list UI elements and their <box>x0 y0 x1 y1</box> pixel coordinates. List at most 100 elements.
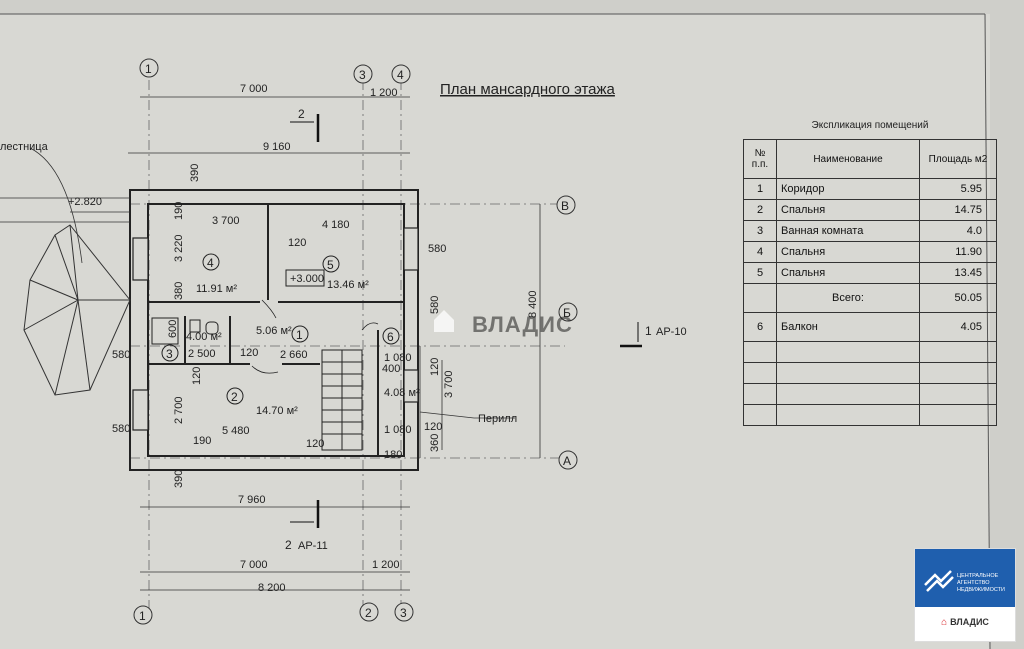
level-mark-2820: +2.820 <box>68 196 102 208</box>
balcony-num: 6 <box>743 312 777 342</box>
dim-2700: 2 700 <box>173 396 185 424</box>
table-row: 3 Ванная комната 4.0 <box>743 220 997 242</box>
room-6-area: 4.08 м² <box>384 387 420 399</box>
dim-380: 380 <box>173 282 185 300</box>
room-3-area: 4.00 м² <box>186 331 222 343</box>
dim-2500: 2 500 <box>188 348 216 360</box>
table-header-row: № п.п. Наименование Площадь м2 <box>743 139 997 179</box>
dim-400: 400 <box>382 363 400 375</box>
room-explication: Экспликация помещений № п.п. Наименовани… <box>743 120 997 426</box>
dim-bottom-1200: 1 200 <box>372 559 400 571</box>
row-area: 14.75 <box>919 199 997 221</box>
section-mark-bottom: 2 <box>285 538 292 552</box>
empty-row <box>743 404 997 426</box>
dim-bottom-7960: 7 960 <box>238 494 266 506</box>
row-name: Спальня <box>776 262 920 284</box>
axis-bubble-3-bottom: 3 <box>400 606 407 620</box>
dim-2660: 2 660 <box>280 349 308 361</box>
dim-580-b: 580 <box>429 296 441 314</box>
house-icon: ⌂ <box>941 617 948 628</box>
dim-3700: 3 700 <box>212 215 240 227</box>
dim-5480: 5 480 <box>222 425 250 437</box>
row-num: 4 <box>743 241 777 263</box>
drawing-title: План мансардного этажа <box>440 81 616 98</box>
dim-580-d: 580 <box>112 423 130 435</box>
dim-120-e: 120 <box>429 358 441 376</box>
railing-label: Перилл <box>478 413 517 425</box>
axis-bubble-v: В <box>561 199 569 213</box>
dim-120-v: 120 <box>191 367 203 385</box>
balcony-name: Балкон <box>776 312 920 342</box>
row-area: 13.45 <box>919 262 997 284</box>
row-area: 4.0 <box>919 220 997 242</box>
dim-120-f: 120 <box>424 421 442 433</box>
section-mark-right: 1 <box>645 324 652 338</box>
section-mark-bottom-sheet: АР-11 <box>298 540 328 552</box>
agency-logo: ЦЕНТРАЛЬНОЕ АГЕНТСТВО НЕДВИЖИМОСТИ ⌂ВЛАД… <box>914 548 1016 642</box>
dim-3700-v: 3 700 <box>443 370 455 398</box>
dim-580-c: 580 <box>112 349 130 361</box>
section-mark-right-sheet: АР-10 <box>656 326 687 338</box>
empty-row <box>743 362 997 384</box>
empty-row <box>743 341 997 363</box>
room-5-number: 5 <box>327 258 334 272</box>
axis-bubble-2-bottom: 2 <box>365 606 372 620</box>
dim-top-9160: 9 160 <box>263 141 291 153</box>
axis-bubble-a: А <box>563 454 571 468</box>
room-1-area: 5.06 м² <box>256 325 292 337</box>
explication-title: Экспликация помещений <box>811 120 929 131</box>
dim-120-c: 120 <box>306 438 324 450</box>
balcony-row: 6 Балкон 4.05 <box>743 312 997 342</box>
table-row: 2 Спальня 14.75 <box>743 199 997 221</box>
dim-bottom-8200: 8 200 <box>258 582 286 594</box>
dim-360: 360 <box>429 434 441 452</box>
dim-120-a: 120 <box>288 237 306 249</box>
balcony-area: 4.05 <box>919 312 997 342</box>
row-num: 3 <box>743 220 777 242</box>
dim-bottom-7000: 7 000 <box>240 559 268 571</box>
dim-190-bottom: 190 <box>193 435 211 447</box>
header-num: № п.п. <box>743 139 777 179</box>
agency-name: ЦЕНТРАЛЬНОЕ АГЕНТСТВО НЕДВИЖИМОСТИ <box>957 573 1005 593</box>
room-4-number: 4 <box>207 256 214 270</box>
row-name: Спальня <box>776 241 920 263</box>
agency-logo-top: ЦЕНТРАЛЬНОЕ АГЕНТСТВО НЕДВИЖИМОСТИ <box>915 549 1015 607</box>
axis-bubble-1-bottom: 1 <box>139 609 146 623</box>
axis-bubble-1-top: 1 <box>145 62 152 76</box>
total-row: Всего: 50.05 <box>743 283 997 313</box>
axis-bubble-b: Б <box>563 306 571 320</box>
watermark: ВЛАДИС <box>434 310 573 337</box>
dim-190-v: 190 <box>173 202 185 220</box>
table-row: 5 Спальня 13.45 <box>743 262 997 284</box>
room-5-area: 13.46 м² <box>327 279 369 291</box>
level-mark-3000: +3.000 <box>290 273 324 285</box>
row-num: 1 <box>743 178 777 200</box>
explication-table: № п.п. Наименование Площадь м2 1 Коридор… <box>743 139 997 426</box>
row-area: 5.95 <box>919 178 997 200</box>
row-name: Ванная комната <box>776 220 920 242</box>
dim-4180: 4 180 <box>322 219 350 231</box>
dim-390-top: 390 <box>189 164 201 182</box>
dim-3220: 3 220 <box>173 234 185 262</box>
dim-1080-a: 1 080 <box>384 352 412 364</box>
dim-600: 600 <box>167 320 179 338</box>
row-name: Коридор <box>776 178 920 200</box>
header-name: Наименование <box>776 139 920 179</box>
room-2-area: 14.70 м² <box>256 405 298 417</box>
total-value: 50.05 <box>919 283 997 313</box>
axis-bubble-4-top: 4 <box>397 68 404 82</box>
dim-580-a: 580 <box>428 243 446 255</box>
room-6-number: 6 <box>387 330 394 344</box>
section-mark-top: 2 <box>298 107 305 121</box>
watermark-text: ВЛАДИС <box>472 312 573 337</box>
row-area: 11.90 <box>919 241 997 263</box>
dim-120-b: 120 <box>240 347 258 359</box>
header-area: Площадь м2 <box>919 139 997 179</box>
dim-8400: 8 400 <box>527 290 539 318</box>
total-label: Всего: <box>776 283 920 313</box>
dim-top-1200: 1 200 <box>370 87 398 99</box>
room-3-number: 3 <box>166 347 173 361</box>
room-2-number: 2 <box>231 390 238 404</box>
row-name: Спальня <box>776 199 920 221</box>
